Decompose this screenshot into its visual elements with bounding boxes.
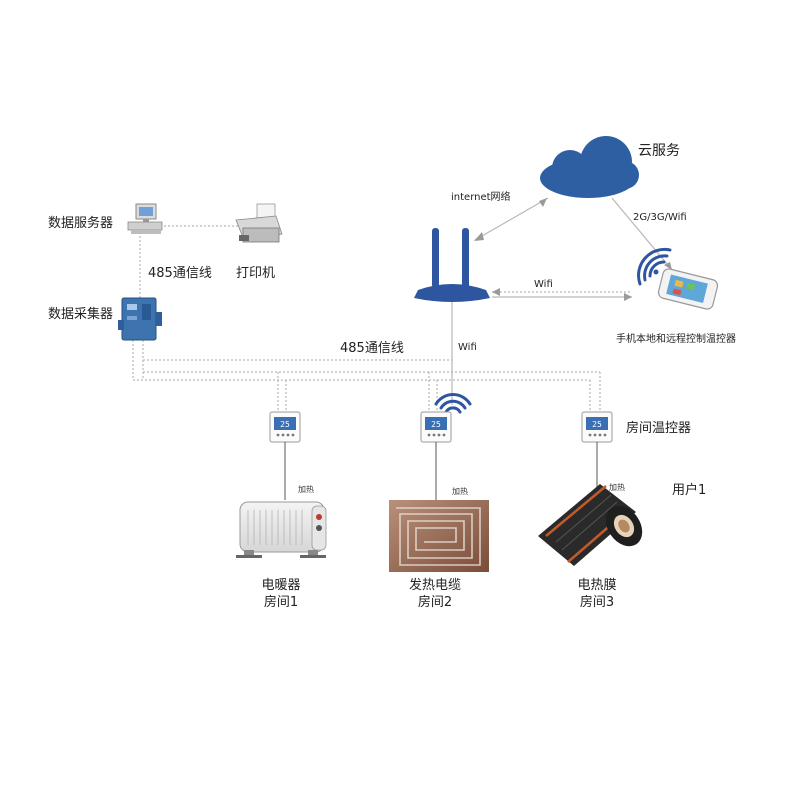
thermostat-display: 25 — [592, 420, 602, 429]
room3-caption: 电热膜 房间3 — [577, 577, 616, 611]
room-thermostat-label: 房间温控器 — [626, 421, 692, 436]
room2-room-name: 房间2 — [417, 595, 453, 610]
router-icon — [414, 228, 490, 302]
user-label: 用户1 — [672, 483, 707, 498]
wifi-router-phone-label: Wifi — [534, 279, 553, 290]
connection-lines — [132, 197, 673, 412]
cloud-icon — [540, 136, 639, 198]
data-collector-label: 数据采集器 — [48, 307, 114, 322]
electric-heater-image — [236, 501, 327, 558]
arrowheads — [474, 198, 672, 301]
rs485-bus-label: 485通信线 — [340, 341, 404, 356]
room1-device-name: 电暖器 — [261, 578, 301, 593]
thermostat-room2: 25 — [420, 411, 452, 443]
room1-caption: 电暖器 房间1 — [261, 577, 300, 611]
data-collector-icon — [118, 297, 162, 341]
heating-film-image — [538, 484, 643, 566]
smartphone-icon — [657, 268, 719, 310]
room2-device-name: 发热电缆 — [408, 578, 462, 593]
data-server-label: 数据服务器 — [48, 216, 114, 231]
printer-icon — [235, 203, 283, 243]
rs485-vertical-label: 485通信线 — [148, 266, 212, 281]
wifi-icon — [434, 393, 472, 414]
room3-room-name: 房间3 — [579, 595, 615, 610]
thermostat-display: 25 — [280, 420, 290, 429]
thermostat-display: 25 — [431, 420, 441, 429]
arrow-phone-top — [664, 262, 672, 270]
thermostat-room1: 25 — [269, 411, 301, 443]
heat-label-room1: 加热 — [298, 485, 314, 494]
cloud-phone-line — [611, 197, 673, 271]
arrow-phone-left — [624, 293, 632, 301]
room2-caption: 发热电缆 房间2 — [409, 577, 461, 611]
heat-label-room2: 加热 — [452, 487, 468, 496]
mobile-network-label: 2G/3G/Wifi — [633, 212, 687, 223]
room3-device-name: 电热膜 — [577, 578, 617, 593]
heating-cable-floor-image — [389, 500, 489, 572]
phone-control-label: 手机本地和远程控制温控器 — [616, 334, 736, 345]
router-cloud-line — [474, 197, 549, 241]
internet-label: internet网络 — [451, 192, 511, 203]
thermostat-room3: 25 — [581, 411, 613, 443]
computer-icon — [127, 203, 163, 234]
wifi-icon — [637, 247, 672, 286]
heating-lines — [284, 442, 598, 500]
cloud-service-label: 云服务 — [638, 143, 680, 159]
arrow-cloud-left — [539, 198, 547, 207]
heat-label-room3: 加热 — [609, 483, 625, 492]
wifi-router-down-label: Wifi — [458, 342, 477, 353]
arrow-router-right — [492, 288, 500, 296]
room1-room-name: 房间1 — [263, 595, 299, 610]
arrow-router — [474, 232, 484, 241]
printer-label: 打印机 — [236, 266, 276, 281]
